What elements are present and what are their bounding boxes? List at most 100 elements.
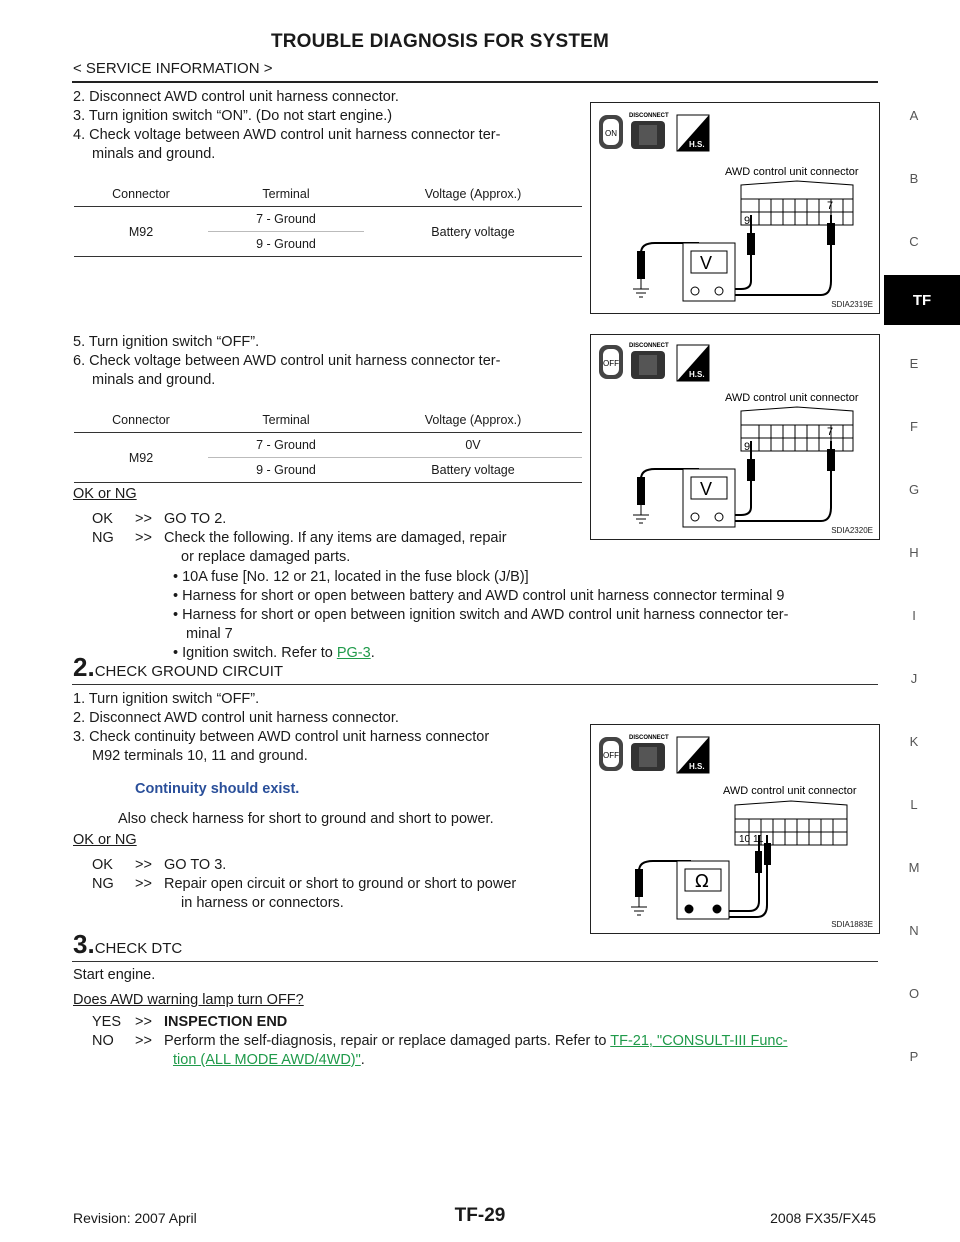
index-letter-o[interactable]: O (908, 986, 920, 1001)
index-letter-c[interactable]: C (909, 234, 919, 249)
hs-label: H.S. (689, 370, 705, 379)
index-letter-j[interactable]: J (910, 671, 918, 686)
step2-line-2: 2. Disconnect AWD control unit harness c… (73, 710, 399, 726)
voltage-table-on: Connector Terminal Voltage (Approx.) M92… (74, 182, 582, 257)
continuity-spec: Continuity should exist. (135, 781, 300, 797)
index-letter-e[interactable]: E (909, 356, 919, 371)
index-letter-l[interactable]: L (910, 797, 918, 812)
step2-line-3b: M92 terminals 10, 11 and ground. (92, 748, 308, 764)
bullet-harness-ignition-cont: minal 7 (186, 626, 233, 642)
step2-heading: 2.CHECK GROUND CIRCUIT (73, 652, 283, 683)
step1-line-6b: minals and ground. (92, 372, 216, 388)
connector-label: AWD control unit connector (725, 166, 859, 178)
index-tab-active[interactable]: TF (884, 275, 960, 325)
ng-label-1: NG (92, 530, 114, 546)
connector-body-icon (734, 800, 848, 846)
step3-line: Start engine. (73, 967, 156, 983)
step3-rule (72, 961, 878, 962)
no-suffix: . (360, 1052, 365, 1068)
ok-arrow-2: >> (135, 857, 152, 873)
col-voltage: Voltage (Approx.) (364, 408, 582, 433)
index-letter-i[interactable]: I (912, 608, 916, 623)
probe-icon (635, 869, 643, 897)
step2-also: Also check harness for short to ground a… (118, 811, 494, 827)
connector-body-icon (740, 406, 854, 452)
disconnect-connector-icon (631, 121, 665, 149)
wiring-diagram-on: ON DISCONNECT H.S. AWD control unit conn… (599, 113, 859, 302)
cell-terminal: 9 - Ground (208, 231, 364, 257)
cell-voltage: Battery voltage (364, 457, 582, 483)
cell-connector: M92 (74, 206, 208, 257)
ok-arrow-1: >> (135, 511, 152, 527)
step3-number: 3. (73, 929, 95, 959)
ok-or-ng-1: OK or NG (73, 486, 137, 502)
index-letter-k[interactable]: K (909, 734, 919, 749)
terminal-minus-icon (690, 286, 700, 296)
cell-terminal: 7 - Ground (256, 438, 316, 452)
ignition-prefix: • Ignition switch. Refer to (173, 645, 337, 661)
index-letter-h[interactable]: H (909, 545, 919, 560)
index-letter-b[interactable]: B (909, 171, 919, 186)
cell-terminal: 7 - Ground (256, 212, 316, 226)
tf-21-link-cont[interactable]: tion (ALL MODE AWD/4WD)" (173, 1052, 361, 1068)
pin-label: 10 (739, 834, 751, 845)
test-leads (640, 215, 832, 296)
hs-label: H.S. (689, 140, 705, 149)
probe-icon (747, 233, 755, 255)
figure-id: SDIA2320E (831, 526, 873, 535)
step3-question: Does AWD warning lamp turn OFF? (73, 992, 304, 1008)
hs-harness-side-icon (676, 344, 710, 382)
pg-3-link[interactable]: PG-3 (336, 645, 371, 661)
pin-label: 7 (827, 200, 833, 212)
test-leads (640, 441, 832, 522)
voltage-table-off: Connector Terminal Voltage (Approx.) M92… (74, 408, 582, 483)
cell-voltage: 0V (465, 438, 481, 452)
index-letter-p[interactable]: P (909, 1049, 919, 1064)
disconnect-label: DISCONNECT (629, 343, 669, 349)
page-number: TF-29 (454, 1205, 506, 1226)
bullet-harness-battery: • Harness for short or open between batt… (173, 588, 785, 604)
hs-harness-side-icon (676, 736, 710, 774)
index-letter-f[interactable]: F (910, 419, 918, 434)
terminal-plus-icon (714, 512, 724, 522)
section-subtitle: < SERVICE INFORMATION > (73, 60, 273, 77)
ng-arrow-1: >> (135, 530, 152, 546)
connector-label: AWD control unit connector (725, 392, 859, 404)
switch-state: OFF (603, 751, 619, 760)
figure-id: SDIA1883E (831, 920, 873, 929)
connector-pins-icon (741, 198, 853, 225)
tf-21-link[interactable]: TF-21, "CONSULT-III Func- (610, 1033, 788, 1049)
disconnect-connector-icon (631, 351, 665, 379)
ng-text-2b: in harness or connectors. (181, 895, 344, 911)
index-letter-g[interactable]: G (908, 482, 920, 497)
index-letter-n[interactable]: N (909, 923, 919, 938)
step3-title: CHECK DTC (94, 940, 183, 957)
figure-sdia1883e: OFF DISCONNECT H.S. AWD control unit con… (590, 724, 880, 934)
no-arrow: >> (135, 1033, 152, 1049)
probe-icon (637, 477, 645, 505)
yes-text: INSPECTION END (164, 1014, 288, 1030)
step2-number: 2. (73, 652, 95, 682)
figure-sdia2320e: OFF DISCONNECT H.S. AWD control unit con… (590, 334, 880, 540)
meter-symbol: V (700, 479, 712, 499)
yes-label: YES (92, 1014, 122, 1030)
ok-text-2: GO TO 3. (164, 857, 227, 873)
figure-sdia2319e: ON DISCONNECT H.S. AWD control unit conn… (590, 102, 880, 314)
ok-text-1: GO TO 2. (164, 511, 227, 527)
ng-label-2: NG (92, 876, 114, 892)
pin-label: 7 (827, 426, 833, 438)
index-letter-a[interactable]: A (909, 108, 919, 123)
col-terminal: Terminal (208, 182, 364, 207)
col-connector: Connector (74, 408, 208, 433)
index-letter-m[interactable]: M (908, 860, 920, 875)
disconnect-label: DISCONNECT (629, 113, 669, 119)
step3-heading: 3.CHECK DTC (73, 929, 182, 960)
revision-date: Revision: 2007 April (73, 1210, 197, 1226)
figure-id: SDIA2319E (831, 300, 873, 309)
model-name: 2008 FX35/FX45 (770, 1210, 876, 1226)
probe-icon (755, 851, 762, 873)
step2-title: CHECK GROUND CIRCUIT (94, 663, 284, 680)
connector-pins-icon (741, 424, 853, 451)
page-title: TROUBLE DIAGNOSIS FOR SYSTEM (270, 31, 610, 52)
pin-label: 9 (744, 215, 750, 227)
